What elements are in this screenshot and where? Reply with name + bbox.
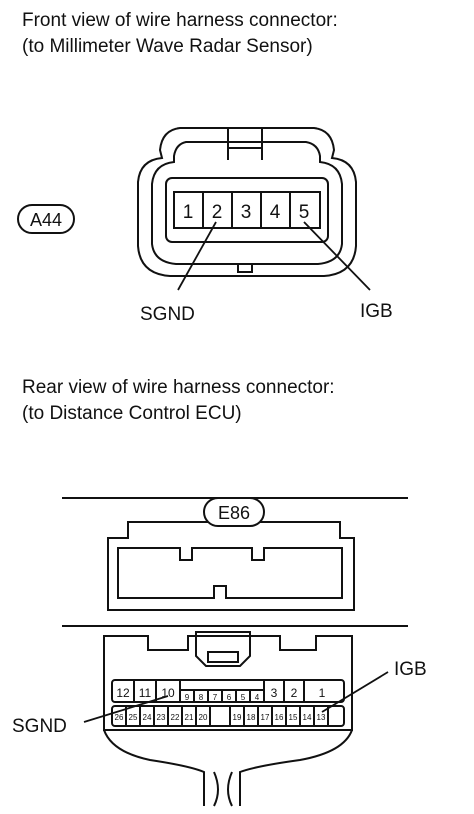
- e86-pin-5: 5: [241, 693, 246, 702]
- e86-pin-18: 18: [247, 713, 256, 722]
- a44-pin-frame: [165, 177, 329, 243]
- e86-pins: 12 11 10 9 8 7 6 5 4 3 2 1 26 25 24 23 2…: [115, 686, 326, 722]
- e86-caption-line1: Rear view of wire harness connector:: [22, 377, 335, 398]
- e86-pin-25: 25: [129, 713, 138, 722]
- e86-sgnd-leader: [83, 695, 169, 723]
- e86-sgnd-label: SGND: [12, 716, 67, 737]
- a44-sgnd-label: SGND: [140, 304, 195, 325]
- e86-igb-leader: [321, 671, 389, 713]
- a44-inner-shell: [151, 141, 343, 265]
- a44-pin-4: 4: [270, 202, 281, 223]
- a44-caption: Front view of wire harness connector: (t…: [22, 8, 338, 60]
- a44-caption-line2: (to Millimeter Wave Radar Sensor): [22, 36, 313, 57]
- e86-leaders: [83, 671, 389, 723]
- e86-pin-16: 16: [275, 713, 284, 722]
- e86-pin-24: 24: [143, 713, 152, 722]
- a44-code-badge: A44: [17, 204, 75, 234]
- a44-pin-5: 5: [299, 202, 310, 223]
- e86-pin-19: 19: [233, 713, 242, 722]
- e86-pin-17: 17: [261, 713, 270, 722]
- e86-pin-6: 6: [227, 693, 232, 702]
- e86-pin-9: 9: [185, 693, 190, 702]
- e86-cover: [107, 521, 355, 611]
- a44-sgnd-leader: [177, 221, 217, 291]
- a44-caption-line1: Front view of wire harness connector:: [22, 10, 338, 31]
- a44-outer-shell: [137, 127, 357, 277]
- e86-pin-26: 26: [115, 713, 124, 722]
- e86-connector: [62, 497, 408, 807]
- e86-pin-22: 22: [171, 713, 180, 722]
- e86-top-row-frame: [111, 679, 345, 703]
- e86-pin-3: 3: [271, 686, 278, 700]
- a44-igb-label: IGB: [360, 301, 393, 322]
- a44-latch: [227, 128, 263, 160]
- e86-pin-11: 11: [139, 686, 152, 700]
- e86-pin-20: 20: [199, 713, 208, 722]
- a44-bottom-key: [237, 264, 253, 273]
- e86-pin-8: 8: [199, 693, 204, 702]
- e86-cover-inner: [117, 547, 343, 599]
- e86-pin-7: 7: [213, 693, 218, 702]
- e86-center-lock: [195, 631, 251, 667]
- e86-code-label: E86: [218, 503, 250, 523]
- e86-igb-label: IGB: [394, 659, 427, 680]
- e86-pin-13: 13: [317, 713, 326, 722]
- e86-pin-1: 1: [319, 686, 326, 700]
- e86-caption-line2: (to Distance Control ECU): [22, 403, 242, 424]
- a44-pin-2: 2: [212, 202, 223, 223]
- e86-pin-15: 15: [289, 713, 298, 722]
- a44-leaders: [177, 221, 371, 291]
- e86-caption: Rear view of wire harness connector: (to…: [22, 375, 335, 427]
- a44-igb-leader: [303, 221, 371, 291]
- e86-pin-12: 12: [116, 686, 130, 700]
- a44-pin-3: 3: [241, 202, 252, 223]
- a44-pins: 1 2 3 4 5: [183, 202, 310, 223]
- e86-code-badge: E86: [203, 497, 265, 527]
- e86-wire-harness: [103, 729, 353, 806]
- a44-code-label: A44: [30, 210, 62, 230]
- a44-pin-1: 1: [183, 202, 194, 223]
- e86-pin-23: 23: [157, 713, 166, 722]
- e86-pin-2: 2: [291, 686, 298, 700]
- e86-bottom-row-frame: [111, 705, 345, 727]
- e86-pin-14: 14: [303, 713, 312, 722]
- e86-pin-21: 21: [185, 713, 194, 722]
- a44-connector: [137, 127, 357, 277]
- e86-pin-4: 4: [255, 693, 260, 702]
